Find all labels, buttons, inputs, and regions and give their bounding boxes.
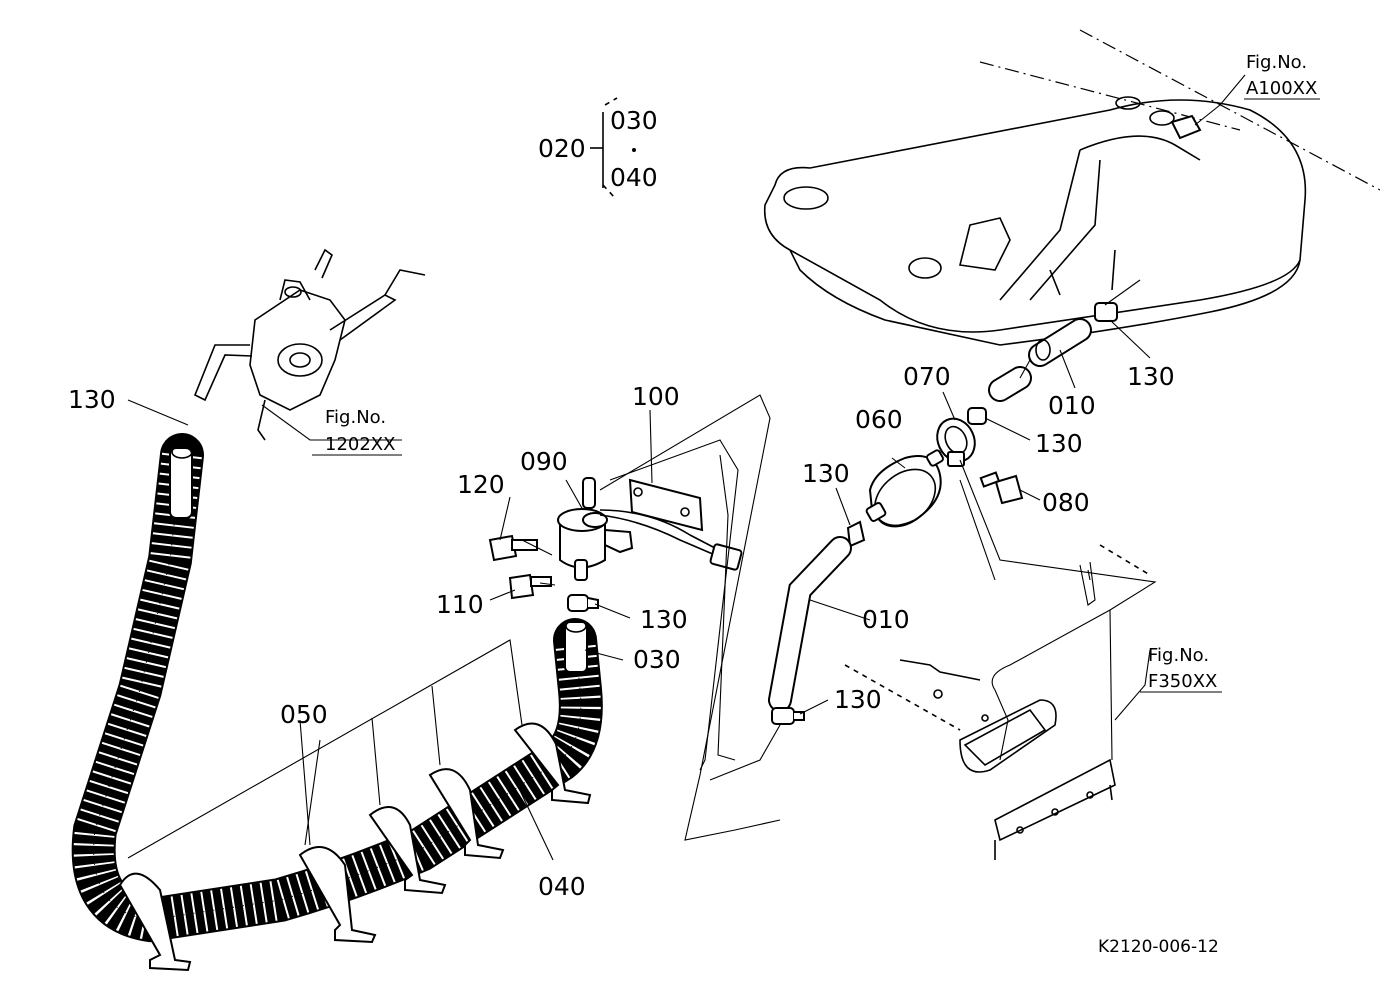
callout-050: 050	[280, 700, 328, 729]
figref-f350-title: Fig.No.	[1148, 645, 1209, 666]
callout-110: 110	[436, 590, 484, 619]
leader-lines	[127, 74, 1246, 861]
assembly-020-bracket	[590, 97, 636, 199]
callout-100: 100	[632, 382, 680, 411]
pump-group-outline	[599, 394, 781, 841]
fuel-hose-010-upper	[967, 279, 1141, 425]
fuel-tank-illustration	[763, 29, 1380, 346]
callout-060: 060	[855, 405, 903, 434]
callout-010-hose: 010	[862, 605, 910, 634]
figref-a100-title: Fig.No.	[1246, 52, 1307, 73]
bolt-080	[979, 471, 1024, 505]
hose-clamps-050	[118, 639, 592, 972]
callout-130-tank: 130	[1127, 362, 1175, 391]
callout-040-top: 040	[610, 163, 658, 192]
figref-carb-code: 1202XX	[325, 434, 395, 455]
callout-130-bottom: 130	[834, 685, 882, 714]
document-id: K2120-006-12	[1098, 937, 1219, 957]
carburetor-illustration	[193, 248, 426, 441]
mounting-bracket	[844, 459, 1157, 860]
callout-130-pump: 130	[640, 605, 688, 634]
callout-030-hose: 030	[633, 645, 681, 674]
callout-130-filter: 130	[802, 459, 850, 488]
fuel-hose-010-lower	[709, 536, 852, 781]
figref-a100-code: A100XX	[1246, 78, 1317, 99]
figref-f350-code: F350XX	[1148, 671, 1217, 692]
callout-120: 120	[457, 470, 505, 499]
callout-020: 020	[538, 134, 586, 163]
filter-band-070	[936, 417, 976, 467]
callout-labels: 020 030 040 100 090 120 110 130 130 030 …	[68, 106, 1175, 901]
callout-090: 090	[520, 447, 568, 476]
fuel-filter-060	[846, 449, 944, 548]
callout-070: 070	[903, 362, 951, 391]
figure-references: Fig.No. A100XX Fig.No. 1202XX Fig.No. F3…	[312, 52, 1320, 693]
long-fuel-hose	[71, 433, 603, 943]
callout-010-top: 010	[1048, 391, 1096, 420]
pump-hose-clamp-130	[567, 594, 599, 612]
callout-030-top: 030	[610, 106, 658, 135]
fuel-pump-090	[488, 477, 743, 600]
figref-carb-title: Fig.No.	[325, 407, 386, 428]
callout-040-hose: 040	[538, 872, 586, 901]
callout-130-left: 130	[68, 385, 116, 414]
callout-080: 080	[1042, 488, 1090, 517]
callout-130-mid: 130	[1035, 429, 1083, 458]
